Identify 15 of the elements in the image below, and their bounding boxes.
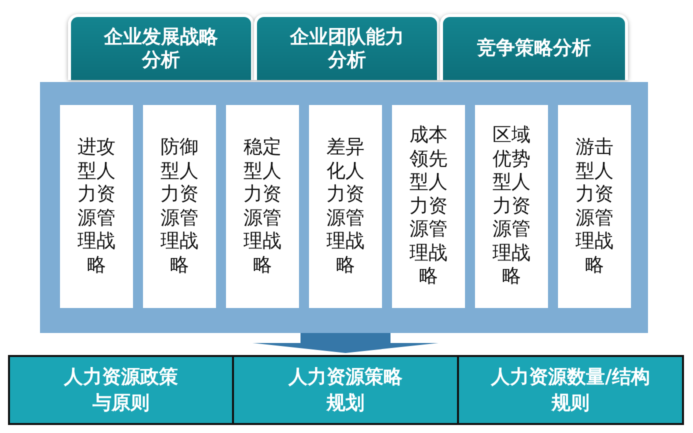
tab-header: 企业团队能力分析 [254,14,440,80]
strategy-card: 防御型人力资源管理战略 [143,105,216,308]
strategy-card: 进攻型人力资源管理战略 [60,105,133,308]
block-arrow [252,333,438,353]
strategy-card: 成本领先型人力资源管理战略 [392,105,465,308]
table-cell: 人力资源政策与原则 [8,355,234,425]
table-cell: 人力资源数量/结构规则 [457,355,684,425]
tab-header: 竞争策略分析 [440,14,628,80]
strategy-card: 稳定型人力资源管理战略 [226,105,299,308]
strategy-card: 区域优势型人力资源管理战略 [475,105,548,308]
strategy-card: 游击型人力资源管理战略 [558,105,631,308]
table-cell: 人力资源策略规划 [232,355,459,425]
strategy-card: 差异化人力资源管理战略 [309,105,382,308]
tab-header: 企业发展战略分析 [68,14,254,80]
panel-background [40,82,648,333]
